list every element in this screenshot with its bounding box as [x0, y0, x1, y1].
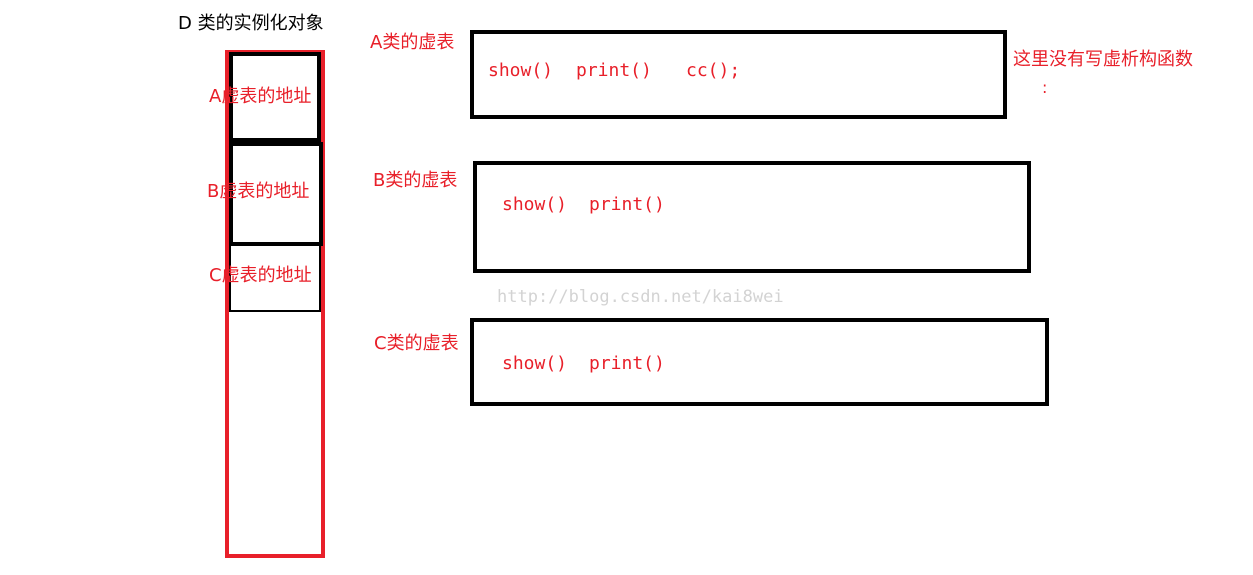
- vtable-b-box: show() print(): [473, 161, 1031, 273]
- vtable-c-func-print: print(): [589, 353, 665, 374]
- vtable-a-title: A类的虚表: [370, 32, 455, 53]
- vtable-a-box: show() print() cc();: [470, 30, 1007, 119]
- vptr-label-a: A虚表的地址: [209, 86, 312, 107]
- object-title: D 类的实例化对象: [178, 13, 324, 34]
- watermark-url: http://blog.csdn.net/kai8wei: [497, 287, 784, 307]
- vptr-label-c: C虚表的地址: [209, 265, 312, 286]
- note-no-virtual-destructor: 这里没有写虚析构函数: [1013, 49, 1193, 70]
- vtable-a-func-show: show(): [488, 60, 554, 81]
- vtable-c-title: C类的虚表: [374, 333, 459, 354]
- vptr-slot-a: [229, 52, 321, 142]
- vptr-slot-c: [229, 244, 321, 312]
- vtable-b-func-print: print(): [589, 194, 665, 215]
- vtable-b-title: B类的虚表: [373, 170, 458, 191]
- vtable-a-func-cc: cc();: [686, 60, 741, 81]
- note-tail-mark: :: [1042, 78, 1048, 97]
- vtable-c-func-show: show(): [502, 353, 568, 374]
- vtable-b-func-show: show(): [502, 194, 568, 215]
- vptr-label-b: B虚表的地址: [207, 181, 310, 202]
- vtable-c-box: show() print(): [470, 318, 1049, 406]
- vtable-a-func-print: print(): [576, 60, 652, 81]
